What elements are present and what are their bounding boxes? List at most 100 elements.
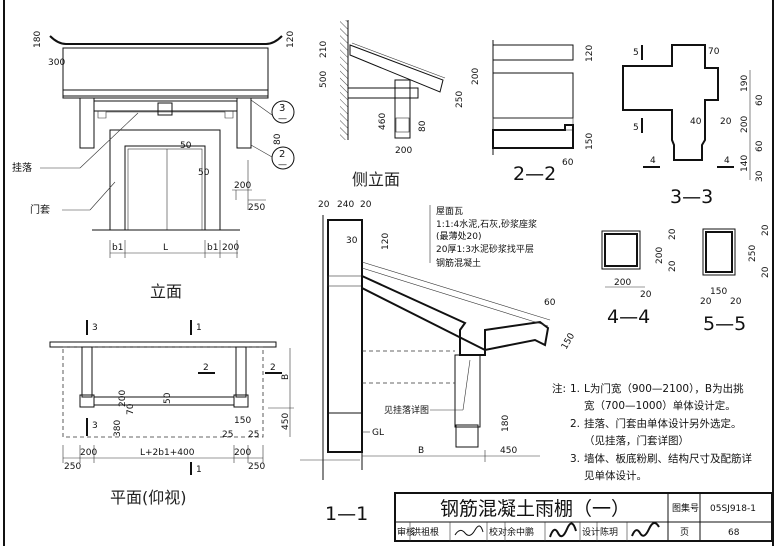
svg-text:1.: 1. — [570, 383, 580, 395]
svg-text:80: 80 — [418, 120, 428, 132]
signature-reviewer — [454, 525, 484, 536]
svg-text:余中鹏: 余中鹏 — [507, 526, 534, 538]
svg-text:150: 150 — [585, 133, 595, 150]
svg-text:1: 1 — [196, 465, 202, 475]
svg-text:150: 150 — [710, 287, 727, 297]
svg-text:20: 20 — [360, 200, 372, 210]
section-2-2: 120 150 60 2—2 — [492, 40, 595, 185]
svg-text:L+2b1+400: L+2b1+400 — [140, 448, 195, 458]
view-title-elevation: 立面 — [150, 282, 182, 301]
section-5-5: 250 20 20 150 20 20 5—5 — [700, 224, 771, 335]
svg-text:5: 5 — [633, 123, 639, 133]
svg-text:250: 250 — [455, 91, 465, 108]
svg-text:20: 20 — [700, 297, 712, 307]
svg-text:60: 60 — [755, 140, 765, 152]
svg-text:200: 200 — [614, 278, 631, 288]
svg-text:70: 70 — [126, 403, 136, 415]
svg-text:60: 60 — [562, 158, 574, 168]
svg-text:—: — — [278, 160, 287, 170]
svg-text:2: 2 — [203, 363, 209, 373]
svg-text:2.: 2. — [570, 418, 580, 430]
svg-text:宽（700—1000）单体设计定。: 宽（700—1000）单体设计定。 — [584, 399, 736, 412]
view-title-3-3: 3—3 — [670, 186, 713, 208]
svg-text:5: 5 — [633, 48, 639, 58]
svg-text:200: 200 — [740, 116, 750, 133]
view-title-4-4: 4—4 — [607, 306, 650, 328]
svg-text:200: 200 — [471, 68, 481, 85]
svg-text:4: 4 — [650, 156, 656, 166]
layer-concrete: 钢筋混凝土 — [436, 257, 481, 269]
dim-120: 120 — [286, 31, 296, 48]
svg-text:—: — — [278, 114, 287, 124]
svg-text:1: 1 — [196, 323, 202, 333]
svg-text:页: 页 — [680, 527, 689, 538]
dim-b1-right: b1 — [207, 243, 218, 253]
svg-text:审核: 审核 — [397, 526, 415, 538]
svg-text:60: 60 — [544, 298, 556, 308]
svg-text:380: 380 — [113, 420, 123, 437]
svg-text:250: 250 — [248, 462, 265, 472]
svg-text:陈玥: 陈玥 — [600, 526, 618, 538]
svg-text:设计: 设计 — [582, 526, 600, 538]
svg-text:20: 20 — [761, 224, 771, 236]
canopy-outline — [62, 346, 264, 438]
layer-screed: 20厚1:3水泥砂浆找平层 — [436, 243, 534, 255]
svg-text:60: 60 — [755, 94, 765, 106]
label-hanging: 挂落 — [12, 161, 32, 174]
layer-roof-tile: 屋面瓦 — [436, 206, 463, 217]
svg-text:25: 25 — [248, 430, 259, 440]
svg-text:120: 120 — [381, 233, 391, 250]
svg-text:20: 20 — [720, 117, 732, 127]
canopy-slab — [361, 274, 550, 356]
roof-tiles — [62, 47, 269, 97]
svg-text:500: 500 — [319, 71, 329, 88]
svg-text:70: 70 — [708, 47, 720, 57]
label-hanging-detail: 见挂落详图 — [384, 404, 429, 416]
bracket-right — [236, 97, 252, 149]
layer-mortar-bed: 1:1:4水泥,石灰,砂浆座浆 — [436, 218, 537, 230]
note-3: 墙体、板底粉刷、结构尺寸及配筋详 — [584, 452, 752, 465]
roof-ridge — [49, 35, 283, 45]
atlas-number: 05SJ918-1 — [710, 504, 756, 514]
notes: 注: 1. L为门宽（900—2100），B为出挑 宽（700—1000）单体设… — [552, 382, 752, 482]
svg-text:3: 3 — [92, 323, 98, 333]
wall-section — [327, 219, 363, 453]
wall-line — [49, 341, 277, 348]
svg-text:240: 240 — [337, 200, 354, 210]
svg-text:20: 20 — [318, 200, 330, 210]
svg-text:30: 30 — [346, 236, 358, 246]
layer-mortar-min: (最薄处20) — [436, 230, 481, 242]
svg-text:2: 2 — [279, 149, 285, 160]
svg-text:200: 200 — [118, 390, 128, 407]
bracket-left — [79, 97, 95, 149]
svg-text:4: 4 — [724, 156, 730, 166]
title-block: 钢筋混凝土雨棚（一） 图集号 05SJ918-1 审核 洪祖根 校对 余中鹏 设… — [394, 492, 773, 542]
note-1: L为门宽（900—2100），B为出挑 — [584, 382, 744, 395]
callout-3[interactable] — [271, 100, 295, 124]
callout-2[interactable] — [271, 146, 295, 170]
page-number: 68 — [728, 528, 740, 538]
svg-text:180: 180 — [501, 415, 511, 432]
view-title-1-1: 1—1 — [325, 503, 368, 525]
dim-50-top: 50 — [180, 141, 192, 151]
section-3-3: 5 5 4 4 70 190 60 200 60 140 30 40 20 3—… — [622, 44, 765, 208]
svg-text:200: 200 — [80, 448, 97, 458]
svg-text:注:: 注: — [552, 382, 566, 395]
dim-b1-left: b1 — [112, 243, 123, 253]
eave-beam — [62, 89, 269, 99]
signature-checker — [549, 522, 577, 538]
svg-text:40: 40 — [690, 117, 702, 127]
svg-text:校对: 校对 — [489, 526, 507, 538]
svg-text:B: B — [281, 374, 291, 380]
svg-text:见单体设计。: 见单体设计。 — [584, 469, 647, 482]
svg-text:200: 200 — [234, 448, 251, 458]
view-title-5-5: 5—5 — [703, 313, 746, 335]
svg-text:140: 140 — [740, 155, 750, 172]
signature-designer — [631, 522, 660, 537]
svg-text:30: 30 — [755, 170, 765, 182]
svg-text:图集号: 图集号 — [672, 502, 699, 514]
dim-200-bracket: 200 — [234, 181, 251, 191]
svg-text:210: 210 — [319, 41, 329, 58]
plan-beam — [93, 396, 235, 406]
svg-text:20: 20 — [730, 297, 742, 307]
